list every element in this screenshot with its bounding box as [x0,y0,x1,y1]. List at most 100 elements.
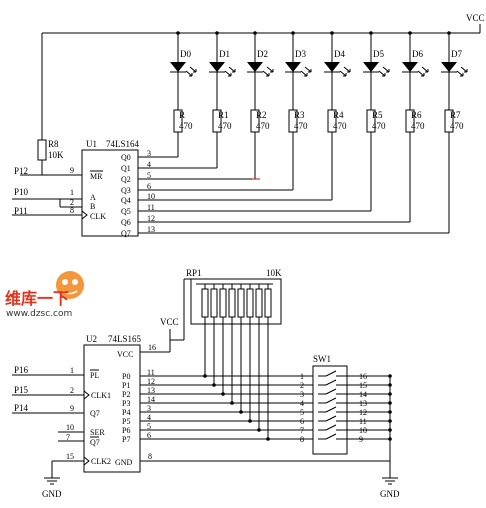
led-label-4: D4 [334,49,345,59]
junction-dot [239,410,243,414]
resistor-value-4: 470 [333,121,347,131]
chip-u2-74ls165: U2 74LS165 VCC P16 1 PL P15 2 CLK1 P14 9… [12,324,390,473]
u2-pin-9: 9 [70,404,74,413]
light-arrow-icon [460,66,468,73]
resistor-name-7: R7 [450,110,461,120]
u1-out-pin-12: 12 [147,214,155,223]
vcc-label-top: VCC [466,13,485,23]
sw1-pin-left-3: 3 [300,390,304,399]
u1-out-name-q7: Q7 [121,229,131,238]
rp1-resistor-5 [246,288,254,318]
u1-out-pin-13: 13 [147,225,155,234]
gnd-left: GND [42,461,62,499]
u2-ref: U2 [86,334,97,344]
u2-q7n-label: Q7 [90,438,100,447]
led-label-3: D3 [295,49,306,59]
u2-pin-name-p0: P0 [122,372,130,381]
led-diode-icon [363,62,379,72]
u2-pin-num-11: 11 [147,368,155,377]
u2-pin-name-p7: P7 [122,435,130,444]
rp1-resistor-6 [255,288,263,318]
u2-part: 74LS165 [108,334,142,344]
gnd-right: GND [380,376,400,499]
sw1-pin-left-5: 5 [300,408,304,417]
light-arrow-icon [417,70,425,77]
resistor-name-4: R4 [333,110,344,120]
junction-dot [408,31,412,35]
u1-out-name-q3: Q3 [121,186,131,195]
rp1-resistor-7 [264,288,272,318]
light-arrow-icon [228,66,236,73]
resistor-value-5: 470 [372,121,386,131]
gnd-label-right: GND [380,489,400,499]
led-diode-icon [170,62,186,72]
u1-out-pin-6: 6 [147,182,151,191]
u1-net-p12: P12 [14,166,28,176]
u2-pin-name-p6: P6 [122,426,130,435]
vcc-rail-top: VCC [41,13,485,140]
light-arrow-icon [300,70,308,77]
led-diode-icon [441,62,457,72]
u1-ref: U1 [86,139,97,149]
u2-pin-name-p4: P4 [122,408,130,417]
led-label-0: D0 [180,49,191,59]
u1-out-name-q1: Q1 [121,164,131,173]
rp1-resistor-0 [201,288,209,318]
u1-out-name-q6: Q6 [121,218,131,227]
sw1-pin-left-7: 7 [300,426,304,435]
u1-out-name-q0: Q0 [121,153,131,162]
rp1-resistor-4 [237,288,245,318]
sw1-pin-left-1: 1 [300,372,304,381]
sw1-pin-left-2: 2 [300,381,304,390]
led-label-1: D1 [219,49,230,59]
light-arrow-icon [343,66,351,73]
junction-dot [230,401,234,405]
gnd-label-left: GND [42,489,62,499]
chip-u1-74ls164: U1 74LS164 P12 9 MR P10 1 A 2 B P11 8 CL… [12,139,260,238]
sw1-pin-left-6: 6 [300,417,304,426]
rp1-resistors [201,284,272,324]
light-arrow-icon [378,70,386,77]
light-arrow-icon [382,66,390,73]
u2-pin-16: 16 [148,343,156,352]
u1-a-label: A [90,193,96,202]
u2-pin-name-p2: P2 [122,390,130,399]
light-arrow-icon [421,66,429,73]
watermark-mascot-icon [56,271,84,299]
resistor-name-2: R2 [256,110,267,120]
u2-gnd-name: GND [115,458,133,467]
u1-out-pin-5: 5 [147,171,151,180]
vcc-label-u2: VCC [160,317,179,327]
led-label-2: D2 [257,49,268,59]
led-array: D0R470D1R1470D2R2470D3R3470D4R4470D5R547… [138,31,468,234]
resistor-value-0: 470 [179,121,193,131]
sw1-pin-left-8: 8 [300,435,304,444]
u2-clk1-label: CLK1 [91,391,111,400]
light-arrow-icon [189,66,197,73]
u1-b-label: B [90,202,95,211]
led-diode-icon [324,62,340,72]
u2-net-p15: P15 [14,385,29,395]
rp1-ref: RP1 [186,268,202,278]
u2-ser-label: SER [90,428,105,437]
u1-out-pin-10: 10 [147,192,155,201]
junction-dot [253,31,257,35]
u1-out-name-q4: Q4 [121,196,131,205]
light-arrow-icon [339,70,347,77]
u1-pin-1: 1 [70,188,74,197]
u1-pin-2: 2 [70,198,74,207]
junction-dot [447,31,451,35]
u1-part: 74LS164 [106,139,140,149]
u1-pin-9: 9 [70,166,74,175]
junction-dot [257,428,261,432]
led-diode-icon [247,62,263,72]
led-label-5: D5 [373,49,384,59]
junction-dot [266,437,270,441]
u2-pin-2: 2 [70,386,74,395]
